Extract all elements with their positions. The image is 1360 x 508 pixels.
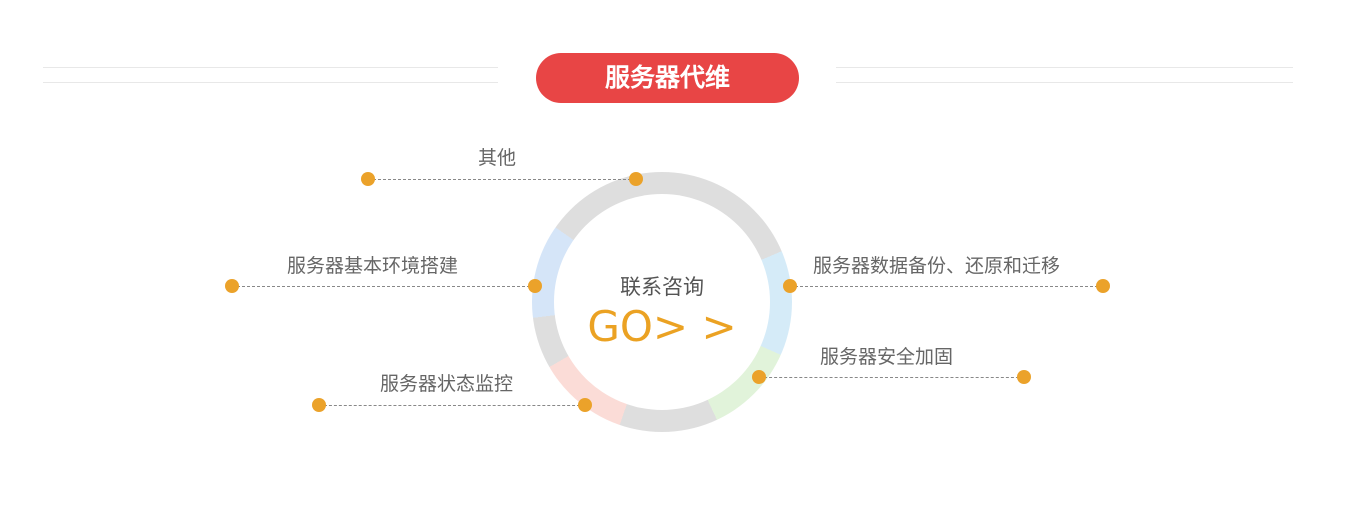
item-label[interactable]: 服务器安全加固 [820,346,954,368]
dot-marker [361,172,375,186]
dot-marker [312,398,326,412]
dot-marker [528,279,542,293]
dot-marker [225,279,239,293]
item-label[interactable]: 服务器基本环境搭建 [287,255,459,277]
divider-left [43,67,498,83]
divider-right [836,67,1293,83]
dot-marker [752,370,766,384]
service-ring: 联系咨询 GO> > [532,172,792,432]
item-label[interactable]: 服务器数据备份、还原和迁移 [813,255,1061,277]
connector-line [759,377,1024,378]
connector-line [790,286,1103,287]
connector-line [368,179,636,180]
item-label[interactable]: 服务器状态监控 [380,373,514,395]
item-label[interactable]: 其他 [478,147,517,169]
go-button[interactable]: GO> > [587,302,737,351]
ring-center [554,194,770,410]
dot-marker [1096,279,1110,293]
dot-marker [783,279,797,293]
connector-line [232,286,535,287]
section-title: 服务器代维 [536,53,799,103]
connector-line [319,405,585,406]
dot-marker [578,398,592,412]
consult-label: 联系咨询 [620,275,704,299]
dot-marker [1017,370,1031,384]
dot-marker [629,172,643,186]
